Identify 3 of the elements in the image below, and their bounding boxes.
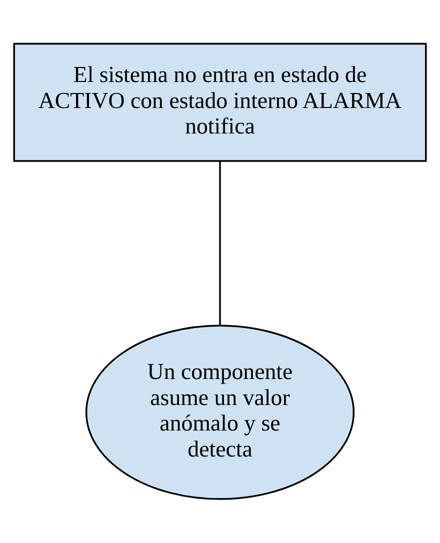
node-ellipse: Un componente asume un valor anómalo y se detecta (85, 324, 355, 500)
connector (219, 161, 221, 326)
node-box: El sistema no entra en estado de ACTIVO con estado interno ALARMA notifica (13, 42, 427, 162)
